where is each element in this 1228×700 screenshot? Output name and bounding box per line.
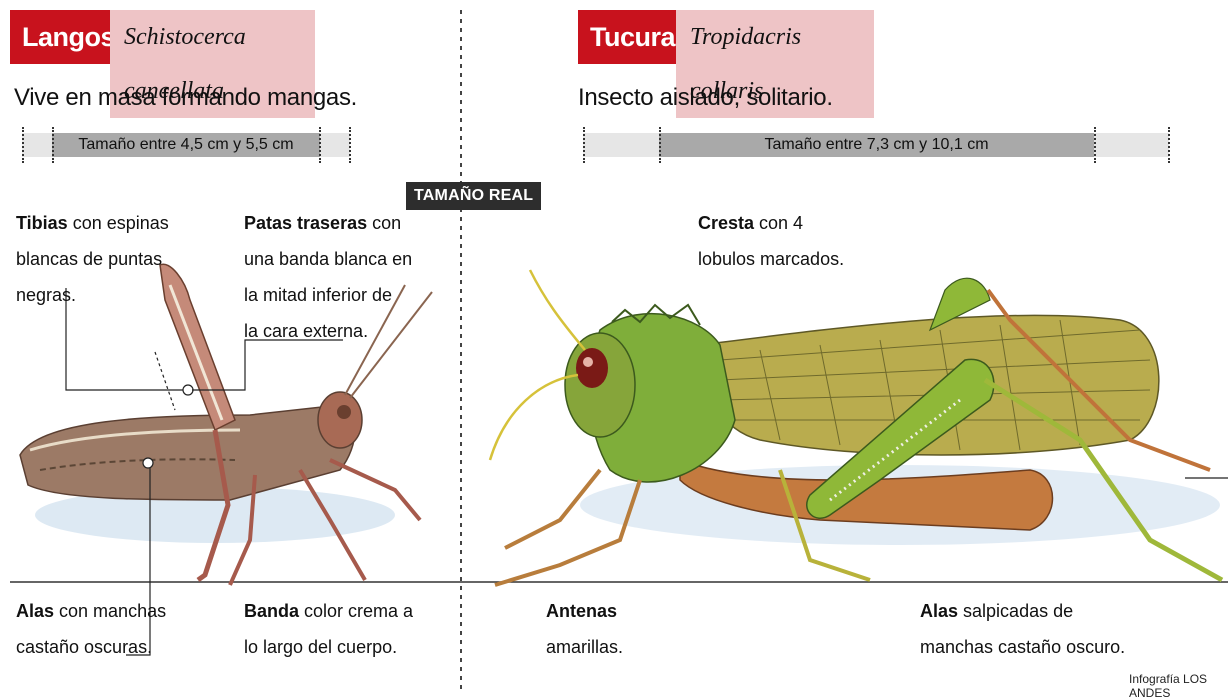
note-patas-term: Patas traseras bbox=[244, 213, 368, 233]
note-patas-text: una banda blanca en bbox=[244, 249, 413, 269]
note-cresta-text: con 4 bbox=[754, 213, 804, 233]
note-alas-tucura-term: Alas bbox=[920, 601, 959, 621]
note-tibias-term: Tibias bbox=[16, 213, 68, 233]
note-alas-text: con manchas bbox=[54, 601, 167, 621]
grasshopper-size-tick bbox=[659, 127, 661, 163]
grasshopper-size-tick bbox=[1168, 127, 1170, 163]
note-banda-text: lo largo del cuerpo. bbox=[244, 637, 398, 657]
locust-scientific-chip: Schistocerca cancellata bbox=[110, 10, 315, 118]
locust-size-range: Tamaño entre 4,5 cm y 5,5 cm bbox=[52, 133, 320, 157]
note-tibias-text: blancas de puntas bbox=[16, 249, 163, 269]
note-antenas: Antenas amarillas. bbox=[546, 593, 623, 665]
note-tibias-text: negras. bbox=[16, 285, 77, 305]
note-cresta: Cresta con 4 lobulos marcados. bbox=[698, 205, 844, 277]
note-alas-langosta: Alas con manchas castaño oscuras. bbox=[16, 593, 166, 665]
real-size-badge: TAMAÑO REAL bbox=[406, 182, 542, 210]
note-alas-tucura-text: manchas castaño oscuro. bbox=[920, 637, 1126, 657]
credit-line: Infografía LOS ANDES bbox=[1129, 672, 1208, 700]
note-banda-term: Banda bbox=[244, 601, 300, 621]
note-tibias: Tibias con espinas blancas de puntas neg… bbox=[16, 205, 169, 313]
note-alas-tucura: Alas salpicadas de manchas castaño oscur… bbox=[920, 593, 1125, 665]
locust-illustration bbox=[19, 263, 433, 586]
grasshopper-size-tick bbox=[1094, 127, 1096, 163]
grasshopper-name-chip: Tucura bbox=[578, 10, 688, 64]
note-alas-term: Alas bbox=[16, 601, 55, 621]
note-alas-tucura-text: salpicadas de bbox=[958, 601, 1074, 621]
grasshopper-size-range: Tamaño entre 7,3 cm y 10,1 cm bbox=[659, 133, 1094, 157]
locust-size-tick bbox=[22, 127, 24, 163]
note-banda-text: color crema a bbox=[299, 601, 414, 621]
locust-leaders bbox=[65, 288, 343, 656]
locust-size-tick bbox=[319, 127, 321, 163]
grasshopper-size-tick bbox=[583, 127, 585, 163]
locust-shadow bbox=[35, 487, 395, 543]
grasshopper-illustration bbox=[488, 269, 1224, 587]
note-patas-traseras: Patas traseras con una banda blanca en l… bbox=[244, 205, 412, 349]
note-cresta-text: lobulos marcados. bbox=[698, 249, 845, 269]
grasshopper-subtitle: Insecto aislado, solitario. bbox=[578, 84, 833, 111]
grasshopper-size-bar: Tamaño entre 7,3 cm y 10,1 cm bbox=[583, 127, 1170, 163]
note-tibias-text: con espinas bbox=[67, 213, 169, 233]
grasshopper-scientific-chip: Tropidacris collaris bbox=[676, 10, 874, 118]
note-patas-text: con bbox=[367, 213, 402, 233]
locust-subtitle: Vive en masa formando mangas. bbox=[14, 84, 358, 111]
note-cresta-term: Cresta bbox=[698, 213, 755, 233]
note-patas-text: la mitad inferior de bbox=[244, 285, 393, 305]
locust-size-tick bbox=[349, 127, 351, 163]
locust-size-tick bbox=[52, 127, 54, 163]
locust-size-bar: Tamaño entre 4,5 cm y 5,5 cm bbox=[22, 127, 351, 163]
note-antenas-term: Antenas bbox=[546, 601, 618, 621]
note-antenas-text: amarillas. bbox=[546, 637, 624, 657]
note-patas-text: la cara externa. bbox=[244, 321, 369, 341]
note-alas-text: castaño oscuras. bbox=[16, 637, 153, 657]
note-banda: Banda color crema a lo largo del cuerpo. bbox=[244, 593, 413, 665]
